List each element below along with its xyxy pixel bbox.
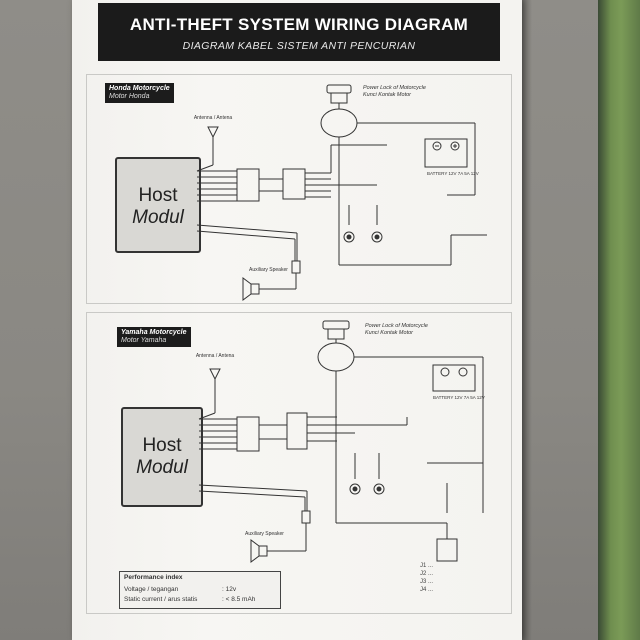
honda-host-line2: Modul [132, 207, 184, 228]
antenna-icon [198, 368, 221, 420]
ignition-icon [317, 320, 355, 372]
honda-diagram-panel: Honda Motorcycle Motor Honda Host Modul [86, 74, 512, 304]
honda-power-lock-id-label: Kunci Kontak Motor [363, 92, 412, 98]
honda-section-label: Honda Motorcycle Motor Honda [105, 83, 174, 103]
yamaha-label-en: Yamaha Motorcycle [121, 329, 187, 336]
honda-host-line1: Host [138, 185, 178, 206]
ignition-icon [320, 84, 358, 138]
document-subtitle: DIAGRAM KABEL SISTEM ANTI PENCURIAN [182, 40, 416, 52]
yamaha-speaker-label: Auxiliary Speaker [245, 531, 284, 537]
legend-item: J3 ... [420, 579, 434, 585]
bulb-icon [343, 231, 383, 243]
yamaha-battery-label: BATTERY 12V 7A 5A 12V [433, 395, 485, 400]
yamaha-host-line1: Host [142, 435, 182, 456]
yamaha-host-line2: Modul [136, 457, 188, 478]
speaker-icon [242, 277, 260, 301]
yamaha-power-lock-label: Power Lock of Motorcycle [365, 323, 428, 329]
honda-battery-label: BATTERY 12V 7A 5A 12V [427, 171, 479, 176]
performance-index-box: Performance index Voltage / tegangan : 1… [119, 571, 281, 609]
voltage-label: Voltage / tegangan [124, 586, 179, 593]
yamaha-section-label: Yamaha Motorcycle Motor Yamaha [117, 327, 191, 347]
honda-speaker-label: Auxiliary Speaker [249, 267, 288, 273]
honda-label-en: Honda Motorcycle [109, 85, 170, 92]
wiring-diagram-sheet: ANTI-THEFT SYSTEM WIRING DIAGRAM DIAGRAM… [72, 0, 522, 640]
yamaha-label-id: Motor Yamaha [121, 337, 167, 344]
yamaha-power-lock-id-label: Kunci Kontak Motor [365, 330, 414, 336]
antenna-icon [196, 126, 219, 172]
speaker-icon [250, 539, 268, 563]
current-label: Static current / arus statis [124, 596, 198, 603]
honda-wiring-lines: Antenna / Antena Power Lock of Motorcycl… [194, 84, 487, 301]
legend-item: J1 ... [420, 563, 434, 569]
connector-legend: J1 ... J2 ... J3 ... J4 ... [420, 562, 433, 594]
product-box-edge [598, 0, 640, 640]
yamaha-diagram-panel: Yamaha Motorcycle Motor Yamaha Host Modu… [86, 312, 512, 614]
legend-item: J4 ... [420, 587, 434, 593]
yamaha-antenna-label: Antenna / Antena [196, 353, 235, 359]
voltage-value: : 12v [222, 586, 237, 593]
battery-icon [424, 138, 468, 168]
legend-item: J2 ... [420, 571, 434, 577]
honda-label-id: Motor Honda [109, 93, 150, 100]
bulb-icon [349, 483, 385, 495]
document-header: ANTI-THEFT SYSTEM WIRING DIAGRAM DIAGRAM… [98, 3, 500, 61]
yamaha-host-module: Host Modul [121, 407, 203, 507]
performance-title: Performance index [124, 574, 183, 581]
battery-icon [432, 364, 476, 392]
honda-power-lock-label: Power Lock of Motorcycle [363, 85, 426, 91]
honda-host-module: Host Modul [115, 157, 201, 253]
paper-shadow [522, 0, 532, 640]
yamaha-wiring-lines: Antenna / Antena Power Lock of Motorcycl… [196, 320, 485, 563]
honda-antenna-label: Antenna / Antena [194, 115, 233, 121]
document-title: ANTI-THEFT SYSTEM WIRING DIAGRAM [129, 15, 469, 34]
current-value: : < 8.5 mAh [222, 596, 256, 603]
